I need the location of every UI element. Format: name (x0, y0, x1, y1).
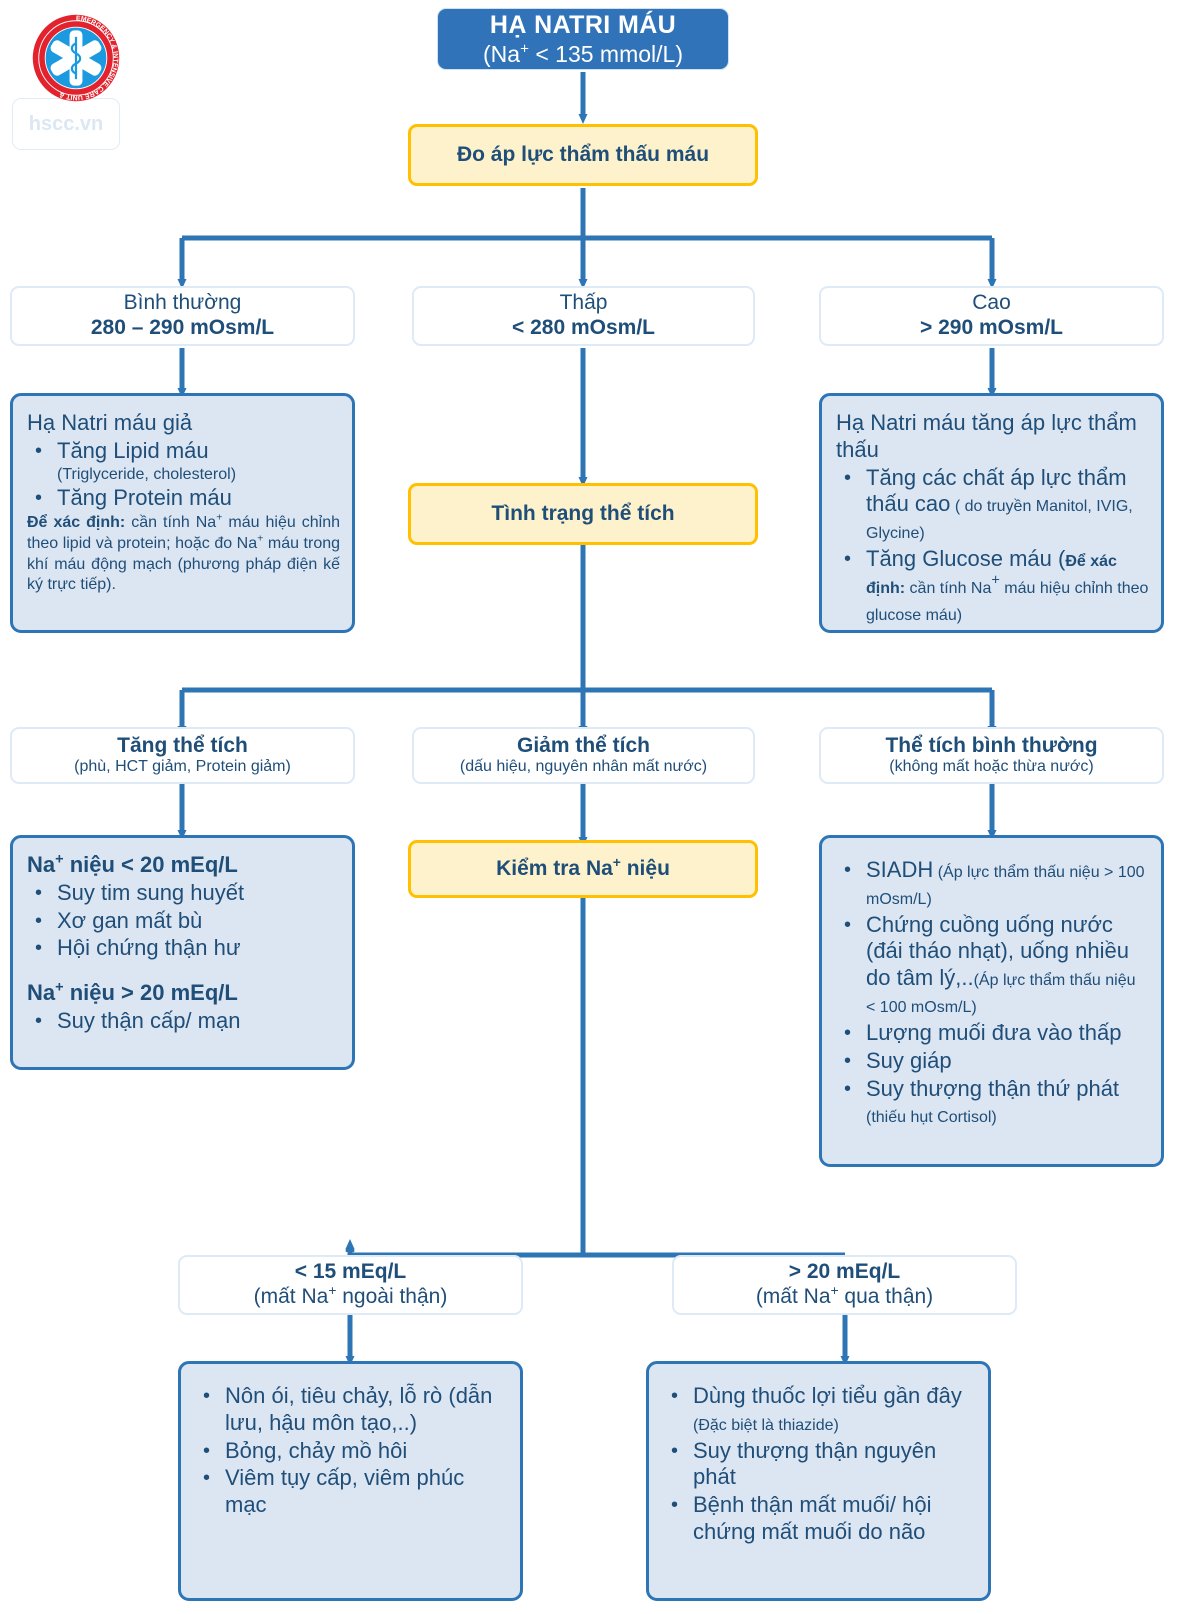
watermark-hscc: hscc.vn (12, 98, 120, 150)
list-item: Nôn ói, tiêu chảy, lỗ rò (dẫn lưu, hậu m… (195, 1383, 508, 1437)
list-item: Dùng thuốc lợi tiểu gần đây (Đặc biệt là… (663, 1383, 976, 1437)
vol-hyper-sub: (phù, HCT giảm, Protein giảm) (74, 758, 291, 776)
decision-osmolality-high[interactable]: Cao > 290 mOsm/L (819, 286, 1164, 346)
vol-hypo-name: Giảm thể tích (516, 733, 651, 757)
pseudo-sub-1: (Triglyceride, cholesterol) (57, 465, 237, 483)
step2-label: Tình trạng thể tích (491, 502, 675, 525)
list-item: Viêm tụy cấp, viêm phúc mạc (195, 1465, 508, 1519)
page-title-line1: HẠ NATRI MÁU (489, 10, 677, 39)
page-title-line2: (Na+ < 135 mmol/L) (483, 39, 683, 67)
vol-eu-sub: (không mất hoặc thừa nước) (889, 758, 1094, 776)
urine-low-value: < 15 mEq/L (294, 1260, 407, 1284)
site-logo: EMERGENCY & INTENSIVE CARE UNIT & (12, 8, 127, 150)
list-item: Hội chứng thận hư (27, 935, 340, 962)
content-hypervolemic-causes: Na+ niệu < 20 mEq/L Suy tim sung huyết X… (10, 835, 355, 1070)
list-item: SIADH (Áp lực thẩm thấu niệu > 100 mOsm/… (836, 857, 1149, 911)
list-item: Tăng Protein máu (27, 485, 340, 512)
vol-hypo-sub: (dấu hiệu, nguyên nhân mất nước) (459, 758, 708, 776)
list-item: Tăng Lipid máu (Triglyceride, cholestero… (27, 438, 340, 484)
osm-low-value: < 280 mOsm/L (512, 316, 655, 339)
vol-hyper-name: Tăng thể tích (117, 733, 248, 757)
spacer (27, 962, 340, 980)
osm-normal-value: 280 – 290 mOsm/L (90, 316, 275, 339)
step-measure-serum-osmolality[interactable]: Đo áp lực thẩm thấu máu (408, 124, 758, 186)
osm-low-name: Thấp (559, 291, 608, 315)
decision-hypervolemia[interactable]: Tăng thể tích (phù, HCT giảm, Protein gi… (10, 727, 355, 784)
urine-low-sub: (mất Na+ ngoài thận) (253, 1282, 448, 1308)
pseudo-heading: Hạ Natri máu giả (27, 410, 193, 435)
list-item: Suy thượng thận thứ phát (thiếu hụt Cort… (836, 1076, 1149, 1130)
step-check-urine-sodium[interactable]: Kiểm tra Na+ niệu (408, 840, 758, 898)
list-item: Suy giáp (836, 1048, 1149, 1075)
hyper-list-2: Suy thận cấp/ mạn (27, 1007, 340, 1035)
list-item: Chứng cuồng uống nước (đái tháo nhạt), u… (836, 912, 1149, 1019)
list-item: Suy tim sung huyết (27, 880, 340, 907)
list-item: Bỏng, chảy mồ hôi (195, 1438, 508, 1465)
content-extrarenal-losses: Nôn ói, tiêu chảy, lỗ rò (dẫn lưu, hậu m… (178, 1361, 523, 1601)
page-title-box: HẠ NATRI MÁU (Na+ < 135 mmol/L) (437, 8, 729, 70)
emergency-care-emblem-icon: EMERGENCY & INTENSIVE CARE UNIT & (32, 14, 120, 102)
content-hypertonic-hyponatremia: Hạ Natri máu tăng áp lực thẩm thấu Tăng … (819, 393, 1164, 633)
decision-urine-na-high[interactable]: > 20 mEq/L (mất Na+ qua thận) (672, 1255, 1017, 1315)
step1-label: Đo áp lực thẩm thấu máu (456, 143, 710, 166)
osm-high-name: Cao (972, 291, 1011, 315)
list-item: Xơ gan mất bù (27, 908, 340, 935)
content-renal-losses: Dùng thuốc lợi tiểu gần đây (Đặc biệt là… (646, 1361, 991, 1601)
decision-euvolemia[interactable]: Thể tích bình thường (không mất hoặc thừ… (819, 727, 1164, 784)
renal-list: Dùng thuốc lợi tiểu gần đây (Đặc biệt là… (663, 1382, 976, 1546)
hypertonic-heading: Hạ Natri máu tăng áp lực thẩm thấu (836, 410, 1137, 462)
osm-high-value: > 290 mOsm/L (920, 316, 1063, 339)
extrarenal-list: Nôn ói, tiêu chảy, lỗ rò (dẫn lưu, hậu m… (195, 1382, 508, 1519)
urine-high-value: > 20 mEq/L (788, 1260, 901, 1284)
pseudo-note: Để xác định: cần tính Na+ máu hiệu chỉnh… (27, 511, 341, 594)
content-euvolemic-causes: SIADH (Áp lực thẩm thấu niệu > 100 mOsm/… (819, 835, 1164, 1167)
decision-urine-na-low[interactable]: < 15 mEq/L (mất Na+ ngoài thận) (178, 1255, 523, 1315)
list-item: Bệnh thận mất muối/ hội chứng mất muối d… (663, 1492, 976, 1546)
hypertonic-bullet-list: Tăng các chất áp lực thẩm thấu cao ( do … (836, 464, 1149, 627)
step3-label: Kiểm tra Na+ niệu (496, 854, 670, 880)
decision-hypovolemia[interactable]: Giảm thể tích (dấu hiệu, nguyên nhân mất… (412, 727, 755, 784)
hyper-list-1: Suy tim sung huyết Xơ gan mất bù Hội chứ… (27, 879, 340, 962)
hyper-heading-2: Na+ niệu > 20 mEq/L (27, 979, 238, 1006)
hyper-heading-1: Na+ niệu < 20 mEq/L (27, 851, 238, 877)
list-item: Tăng các chất áp lực thẩm thấu cao ( do … (836, 465, 1149, 545)
step-volume-status[interactable]: Tình trạng thể tích (408, 483, 758, 545)
watermark-text: hscc.vn (28, 112, 104, 135)
list-item: Lượng muối đưa vào thấp (836, 1020, 1149, 1047)
osm-normal-name: Bình thường (123, 291, 242, 315)
list-item: Suy thượng thận nguyên phát (663, 1438, 976, 1492)
vol-eu-name: Thể tích bình thường (885, 733, 1098, 757)
urine-high-sub: (mất Na+ qua thận) (755, 1282, 934, 1308)
pseudo-bullet-list: Tăng Lipid máu (Triglyceride, cholestero… (27, 437, 340, 512)
list-item: Suy thận cấp/ mạn (27, 1008, 340, 1035)
list-item: Tăng Glucose máu (Để xác định: cần tính … (836, 546, 1149, 626)
content-pseudohyponatremia: Hạ Natri máu giả Tăng Lipid máu (Triglyc… (10, 393, 355, 633)
decision-osmolality-normal[interactable]: Bình thường 280 – 290 mOsm/L (10, 286, 355, 346)
decision-osmolality-low[interactable]: Thấp < 280 mOsm/L (412, 286, 755, 346)
euvolemic-list: SIADH (Áp lực thẩm thấu niệu > 100 mOsm/… (836, 856, 1149, 1129)
